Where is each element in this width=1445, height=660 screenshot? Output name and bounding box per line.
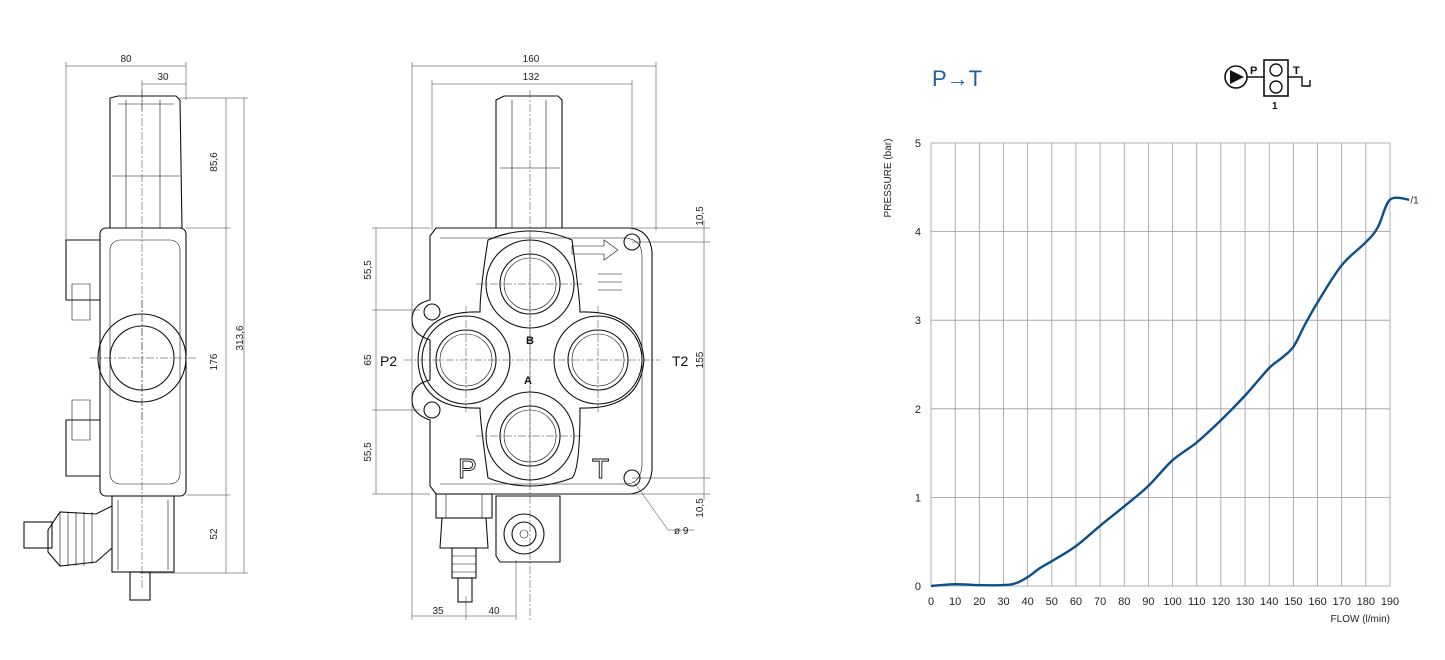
dim-35: 35 (432, 606, 444, 617)
port-label-a: A (524, 375, 532, 387)
dim-height-176: 176 (209, 353, 220, 370)
valve-position-box (1263, 59, 1289, 97)
chart-x-tick-label: 70 (1094, 596, 1106, 608)
symbol-p-label: P (1250, 65, 1257, 77)
dim-width-160: 160 (523, 54, 540, 65)
chart-x-ticks: 0 10 20 30 40 50 60 70 80 90 100 110 120 130 140 150 160… (928, 596, 1399, 608)
chart-x-tick-label: 60 (1070, 596, 1082, 608)
port-label-t2: T2 (672, 353, 689, 369)
chart-x-tick-label: 160 (1308, 596, 1326, 608)
chart-x-tick-label: 150 (1284, 596, 1302, 608)
chart-x-tick-label: 190 (1381, 596, 1399, 608)
chart-x-tick-label: 30 (997, 596, 1009, 608)
dim-65: 65 (363, 354, 374, 366)
chart-x-tick-label: 50 (1046, 596, 1058, 608)
chart-x-tick-label: 170 (1333, 596, 1351, 608)
dim-height-313-6: 313,6 (235, 325, 246, 350)
dim-40: 40 (488, 606, 500, 617)
chart-y-tick-label: 4 (915, 227, 921, 239)
chart-y-tick-label: 3 (915, 315, 921, 327)
dim-10-5-bottom: 10,5 (695, 498, 706, 518)
tank-icon (1288, 76, 1311, 87)
port-label-p2: P2 (380, 353, 397, 369)
port-label-b: B (526, 335, 534, 347)
chart-y-ticks: 0 1 2 3 4 5 (915, 138, 921, 593)
chart-grid (930, 142, 1391, 587)
side-view: 80 30 85,6 313,6 176 52 (23, 54, 248, 601)
dim-width-132: 132 (523, 72, 540, 83)
chart-x-axis-label: FLOW (l/min) (1331, 614, 1390, 625)
symbol-position-label: 1 (1272, 101, 1278, 112)
chart-y-tick-label: 0 (915, 581, 921, 593)
chart-x-tick-label: 110 (1188, 596, 1206, 608)
chart-series-line (930, 196, 1410, 588)
symbol-t-label: T (1293, 65, 1300, 77)
chart-x-tick-label: 20 (973, 596, 985, 608)
chart-x-tick-label: 140 (1260, 596, 1278, 608)
valve-symbol: P T 1 (1224, 59, 1311, 112)
chart-y-axis-label: PRESSURE (bar) (883, 139, 894, 218)
dim-55-5-bottom: 55,5 (363, 442, 374, 462)
chart-title: P→T (932, 66, 982, 91)
dim-55-5-top: 55,5 (363, 260, 374, 280)
chart-x-tick-label: 180 (1357, 596, 1375, 608)
chart-x-tick-label: 80 (1118, 596, 1130, 608)
chart-x-tick-label: 130 (1236, 596, 1254, 608)
chart-x-tick-label: 90 (1142, 596, 1154, 608)
port-label-t: T (592, 453, 609, 484)
chart-y-tick-label: 5 (915, 138, 921, 150)
chart-series-label: /1 (1410, 196, 1419, 207)
dim-width-30: 30 (157, 72, 169, 83)
dim-hole-diameter: ø 9 (674, 526, 689, 537)
chart-x-tick-label: 0 (928, 596, 934, 608)
chart-y-tick-label: 1 (915, 492, 921, 504)
chart-x-tick-label: 100 (1163, 596, 1181, 608)
chart-x-tick-label: 10 (949, 596, 961, 608)
chart-x-tick-label: 40 (1022, 596, 1034, 608)
dim-width-80: 80 (120, 54, 132, 65)
dim-height-85-6: 85,6 (209, 152, 220, 172)
port-label-p: P (458, 453, 477, 484)
dim-10-5-top: 10,5 (695, 206, 706, 226)
dim-155: 155 (695, 351, 706, 368)
chart-y-tick-label: 2 (915, 404, 921, 416)
chart-x-tick-label: 120 (1212, 596, 1230, 608)
dim-height-52: 52 (209, 528, 220, 540)
front-view: 160 132 55,5 65 55,5 10,5 155 10,5 ø 9 3… (363, 54, 710, 620)
